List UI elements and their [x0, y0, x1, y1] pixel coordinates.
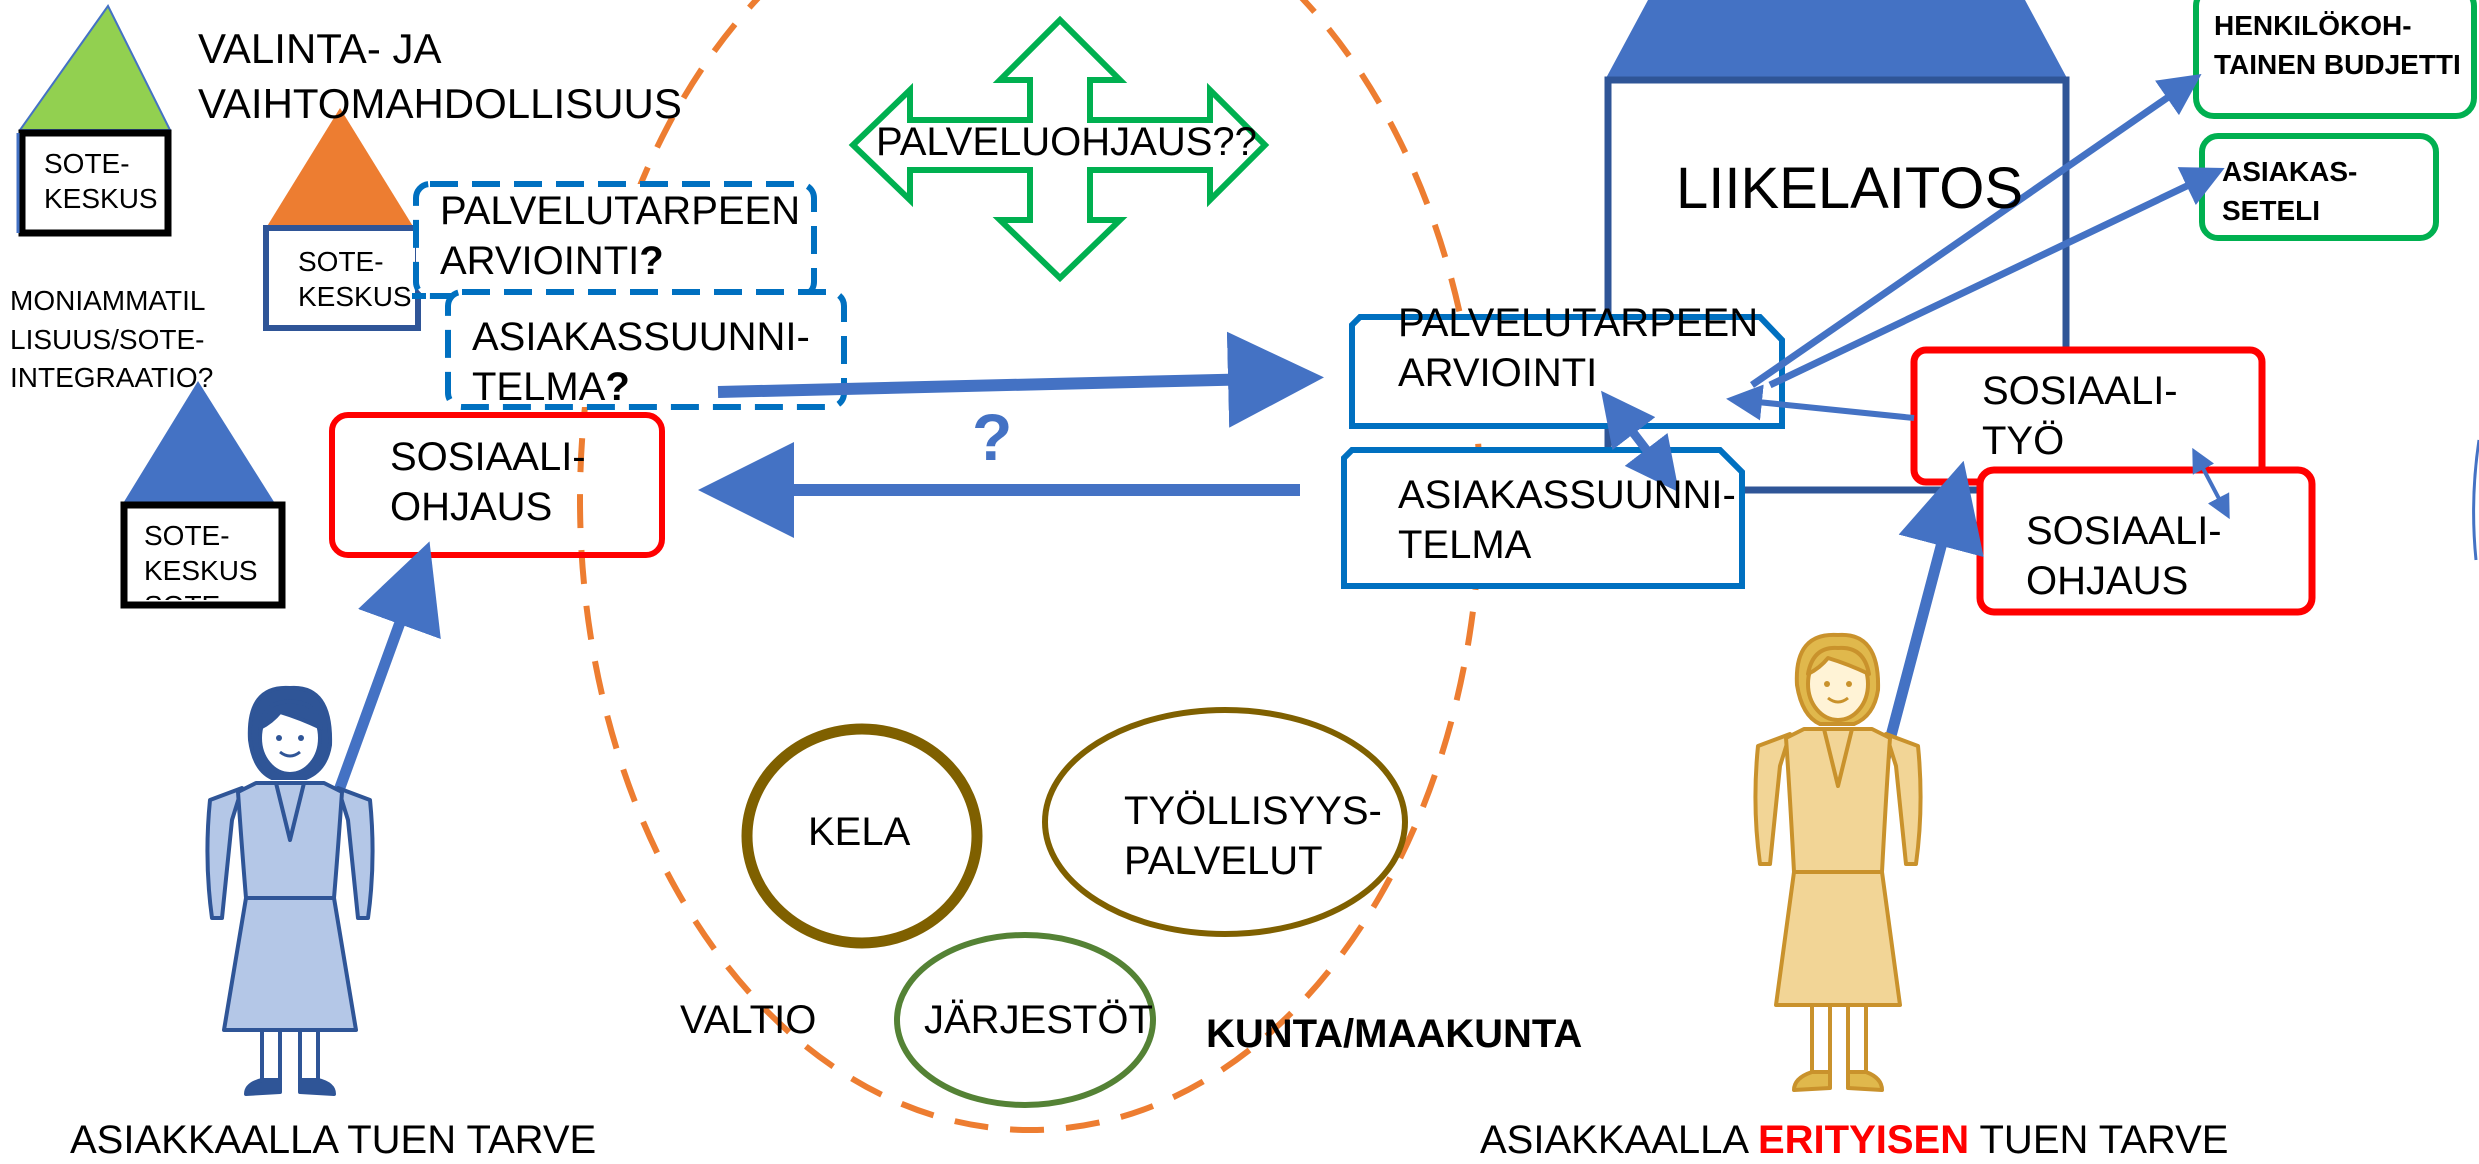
choice-title-line1: VALINTA- JA [198, 25, 442, 72]
sote-box-1 [18, 129, 172, 237]
plan-text-right: ASIAKASSUUNNI- TELMA [1398, 470, 1736, 570]
social-work-line1: SOSIAALI- [1982, 369, 2178, 413]
client-figure-left [205, 685, 375, 1096]
caption-right: ASIAKKAALLA ERITYISEN TUEN TARVE [1480, 1116, 2228, 1164]
arrow-plan-to-right [717, 331, 1324, 428]
sote-2-line2: KESKUS [298, 281, 412, 312]
plan-left-line2-wrap: TELMA? [472, 362, 810, 412]
arrow-assessment-to-budget [1750, 74, 2202, 388]
arrow-client-to-social-work [1876, 460, 1984, 772]
arrow-social-work-to-assessment [1726, 384, 1915, 421]
sote-label-2: SOTE- KESKUS [298, 244, 412, 314]
guidance-left-line2: OHJAUS [390, 485, 553, 529]
arrow-assessment-plan [1601, 390, 1679, 493]
sote-3-line2: KESKUS [144, 555, 258, 586]
assessment-text-right: PALVELUTARPEEN ARVIOINTI [1398, 298, 1758, 398]
kela-ellipse [741, 723, 983, 949]
multi-line1: MONIAMMATIL [10, 285, 206, 316]
service-guidance-label: PALVELUOHJAUS?? [876, 120, 1257, 164]
enterprise-building [1604, 76, 2070, 494]
budget-text: HENKILÖKOH- TAINEN BUDJETTI [2214, 6, 2461, 84]
multi-line3: INTEGRAATIO? [10, 362, 214, 394]
employment-line2: PALVELUT [1124, 839, 1323, 883]
plan-text-left: ASIAKASSUUNNI- TELMA? [472, 312, 810, 412]
multiprofessional-label: MONIAMMATIL LISUUS/SOTE- INTEGRAATIO? [10, 282, 213, 398]
organizations-ellipse [894, 932, 1156, 1108]
caption-left: ASIAKKAALLA TUEN TARVE [70, 1118, 597, 1162]
four-way-arrow [848, 15, 1270, 283]
multi-line2: LISUUS/SOTE- [10, 323, 205, 355]
sote-3-line1: SOTE- [144, 520, 230, 551]
employment-label: TYÖLLISYYS- PALVELUT [1124, 786, 1382, 886]
arrow-assessment-to-voucher [1768, 167, 2225, 389]
employment-ellipse [1042, 707, 1408, 937]
sote-box-3 [120, 501, 286, 609]
kela-label: KELA [808, 810, 911, 854]
guidance-box-left [329, 412, 665, 558]
sote-1-line1: SOTE- [44, 148, 130, 179]
social-work-line2: TYÖ [1982, 419, 2065, 463]
sote-2-line1: SOTE- [298, 246, 384, 277]
social-work-text: SOSIAALI- TYÖ [1982, 366, 2178, 466]
choice-title: VALINTA- JA VAIHTOMAHDOLLISUUS [198, 22, 682, 131]
enterprise-label: LIIKELAITOS [1676, 156, 2024, 221]
assessment-left-qmark: ? [639, 239, 664, 283]
guidance-right-line1: SOSIAALI- [2026, 509, 2222, 553]
question-mark: ? [972, 400, 1013, 474]
guidance-text-left: SOSIAALI- OHJAUS [390, 432, 586, 532]
budget-line2: TAINEN BUDJETTI [2214, 49, 2461, 81]
voucher-text: ASIAKAS- SETELI [2222, 152, 2357, 230]
client-figure-right [1753, 632, 1923, 1092]
plan-left-line1: ASIAKASSUUNNI- [472, 315, 810, 359]
plan-box-left [445, 289, 847, 410]
sote-1-line2: KESKUS [44, 183, 158, 214]
voucher-line1: ASIAKAS- [2222, 156, 2358, 187]
budget-box [2193, 0, 2477, 119]
municipality-label: KUNTA/MAAKUNTA [1206, 1012, 1583, 1056]
assessment-right-line2: ARVIOINTI [1398, 351, 1598, 395]
state-label: VALTIO [680, 998, 817, 1042]
plan-left-line2: TELMA [472, 365, 606, 409]
arrow-client-to-guidance [324, 541, 441, 817]
sote-3-line3: SOTE- [144, 588, 258, 600]
voucher-line2: SETELI [2222, 195, 2321, 227]
choice-title-line2: VAIHTOMAHDOLLISUUS [198, 79, 682, 127]
arrow-social-work-guidance [2192, 447, 2230, 520]
sote-triangle-blue [122, 381, 276, 505]
sote-triangle-green [18, 4, 172, 131]
enterprise-roof [1605, 0, 2068, 80]
plan-right-line1: ASIAKASSUUNNI- [1398, 473, 1736, 517]
sote-label-1: SOTE- KESKUS [44, 146, 158, 216]
organizations-label: JÄRJESTÖT [924, 998, 1153, 1042]
plan-left-qmark: ? [605, 365, 630, 409]
sote-triangle-orange [266, 108, 414, 228]
budget-line1: HENKILÖKOH- [2214, 10, 2412, 41]
caption-right-suffix: TUEN TARVE [1969, 1118, 2229, 1162]
caption-right-highlight: ERITYISEN [1757, 1118, 1970, 1162]
assessment-text-left: PALVELUTARPEEN ARVIOINTI? [440, 186, 800, 286]
assessment-left-line2: ARVIOINTI [440, 239, 640, 283]
guidance-left-line1: SOSIAALI- [390, 435, 586, 479]
caption-right-prefix: ASIAKKAALLA [1480, 1118, 1758, 1162]
sote-box-2 [263, 225, 421, 331]
guidance-right-line2: OHJAUS [2026, 559, 2189, 603]
assessment-left-line1: PALVELUTARPEEN [440, 189, 801, 233]
employment-line1: TYÖLLISYYS- [1124, 789, 1382, 833]
plan-right-line2: TELMA [1398, 523, 1532, 567]
sote-label-3: SOTE- KESKUS SOTE- [144, 518, 258, 600]
assessment-left-line2-wrap: ARVIOINTI? [440, 236, 800, 286]
guidance-text-right: SOSIAALI- OHJAUS [2026, 506, 2222, 606]
assessment-right-line1: PALVELUTARPEEN [1398, 301, 1759, 345]
